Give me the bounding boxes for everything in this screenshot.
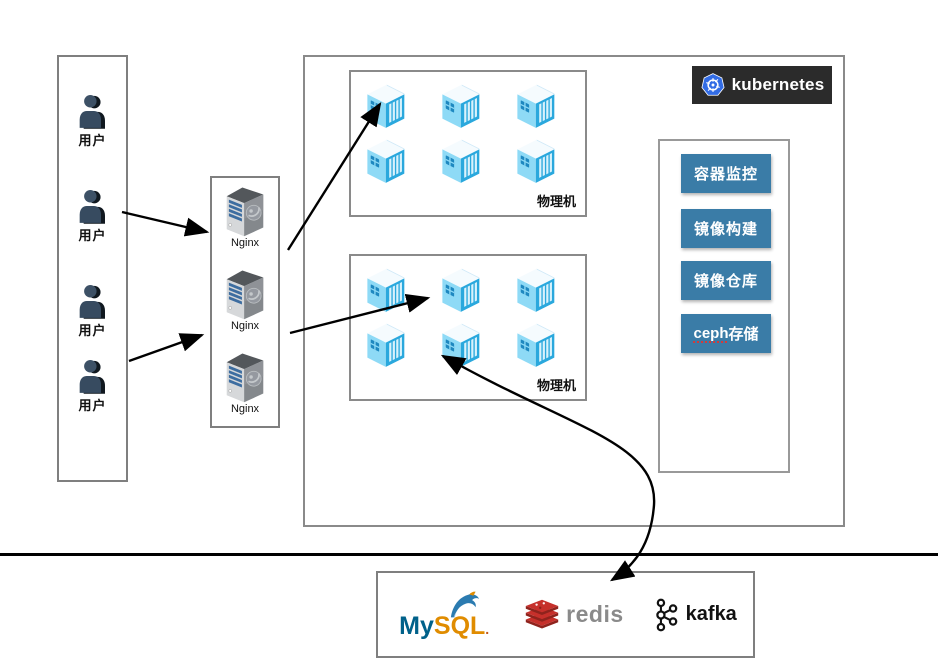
server-icon bbox=[221, 350, 269, 404]
nginx-item: Nginx bbox=[212, 184, 278, 249]
user-item: 用户 bbox=[59, 283, 126, 339]
container-icon bbox=[514, 83, 556, 130]
section-divider-line bbox=[0, 553, 938, 556]
container-icon bbox=[364, 322, 406, 369]
user-icon bbox=[77, 93, 109, 129]
mysql-text-sql: SQL bbox=[433, 612, 486, 640]
user-icon bbox=[77, 283, 109, 319]
ceph-storage-label-latin: ceph bbox=[693, 325, 729, 342]
user-item: 用户 bbox=[59, 188, 126, 244]
ceph-storage-label-cjk: 存储 bbox=[728, 326, 759, 343]
nginx-label: Nginx bbox=[230, 237, 260, 249]
container-icon bbox=[439, 83, 481, 130]
user-label: 用户 bbox=[78, 228, 107, 243]
container-icon bbox=[514, 267, 556, 314]
container-icon bbox=[514, 138, 556, 185]
physical-machine-box-2: 物理机 bbox=[349, 254, 587, 401]
users-panel: 用户 用户 用户 用户 bbox=[57, 55, 128, 482]
nginx-label: Nginx bbox=[230, 403, 260, 415]
container-icon bbox=[439, 267, 481, 314]
user-item: 用户 bbox=[59, 358, 126, 414]
user-label: 用户 bbox=[78, 133, 107, 148]
redis-icon bbox=[524, 599, 560, 631]
server-icon bbox=[221, 184, 269, 238]
mysql-logo: MySQL. bbox=[394, 590, 494, 639]
container-icon bbox=[439, 138, 481, 185]
mysql-text-dot: . bbox=[485, 621, 490, 637]
middleware-panel: MySQL. redis kafka bbox=[376, 571, 755, 658]
redis-logo: redis bbox=[524, 599, 623, 631]
container-icon bbox=[364, 138, 406, 185]
user-item: 用户 bbox=[59, 93, 126, 149]
container-monitoring-button[interactable]: 容器监控 bbox=[681, 154, 771, 193]
arrow-user-to-nginx-1 bbox=[121, 210, 210, 237]
kafka-logo: kafka bbox=[654, 597, 737, 633]
kafka-icon bbox=[654, 597, 680, 633]
user-icon bbox=[77, 358, 109, 394]
container-icon bbox=[439, 322, 481, 369]
image-build-label: 镜像构建 bbox=[693, 221, 758, 238]
image-registry-button[interactable]: 镜像仓库 bbox=[681, 261, 771, 300]
mysql-text-my: My bbox=[399, 612, 434, 640]
user-label: 用户 bbox=[78, 398, 107, 413]
server-icon bbox=[221, 267, 269, 321]
physical-machine-label: 物理机 bbox=[536, 378, 576, 393]
nginx-item: Nginx bbox=[212, 267, 278, 332]
user-label: 用户 bbox=[78, 323, 107, 338]
nginx-item: Nginx bbox=[212, 350, 278, 415]
mysql-wordmark: MySQL. bbox=[399, 614, 489, 639]
kubernetes-logo-icon bbox=[700, 72, 726, 98]
kubernetes-badge-label: kubernetes bbox=[731, 75, 825, 94]
nginx-label: Nginx bbox=[230, 320, 260, 332]
kubernetes-badge: kubernetes bbox=[692, 66, 832, 104]
container-icon bbox=[364, 83, 406, 130]
image-build-button[interactable]: 镜像构建 bbox=[681, 209, 771, 248]
container-monitoring-label: 容器监控 bbox=[693, 166, 758, 183]
redis-wordmark: redis bbox=[566, 601, 624, 627]
nginx-panel: Nginx Nginx Nginx bbox=[210, 176, 280, 428]
physical-machine-box-1: 物理机 bbox=[349, 70, 587, 217]
kafka-wordmark: kafka bbox=[685, 603, 737, 625]
container-icon bbox=[514, 322, 556, 369]
container-icon bbox=[364, 267, 406, 314]
kubernetes-cluster-panel: kubernetes 物理机 物理机 容器监控 镜像构建 bbox=[303, 55, 845, 527]
arrow-user-to-nginx-2 bbox=[128, 333, 205, 363]
physical-machine-label: 物理机 bbox=[536, 194, 576, 209]
image-registry-label: 镜像仓库 bbox=[693, 273, 758, 290]
user-icon bbox=[77, 188, 109, 224]
